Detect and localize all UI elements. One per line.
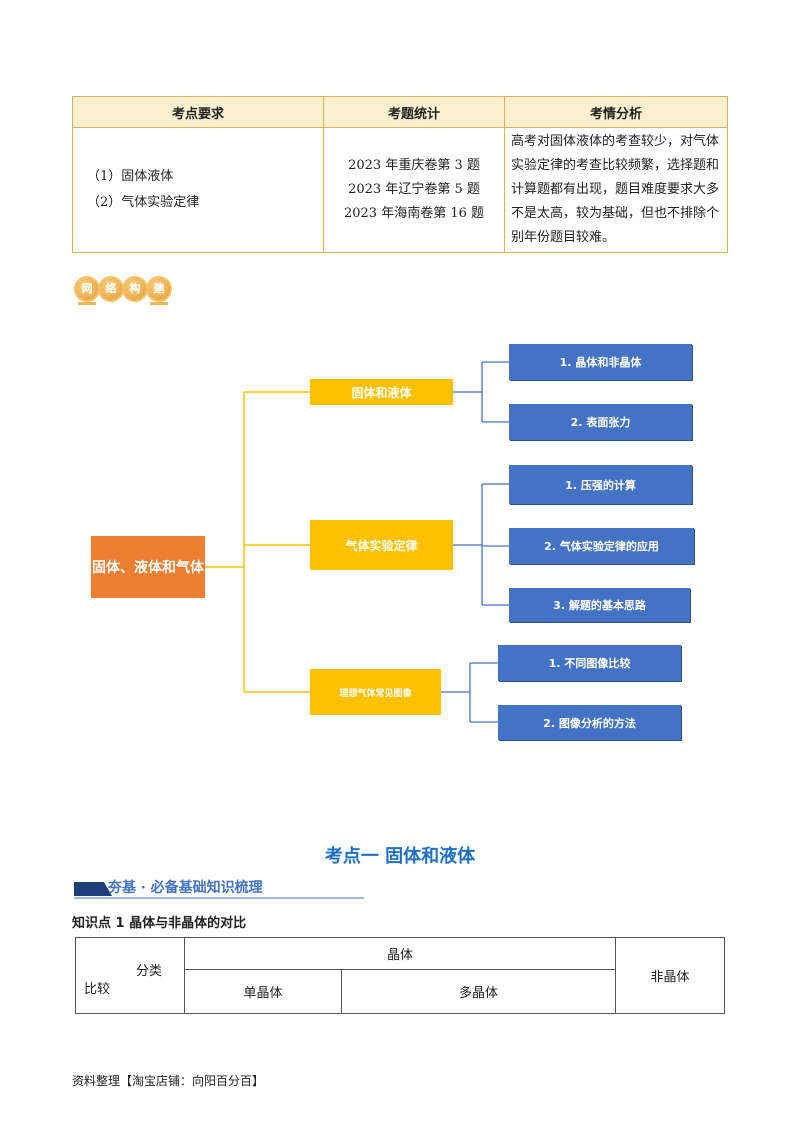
branch-ideal-gas-graphs: 理想气体常见图像 (310, 669, 441, 715)
crystal-header: 晶体 (184, 937, 616, 970)
branch-solid-liquid: 固体和液体 (310, 379, 453, 405)
leaf-crystal: 1. 晶体和非晶体 (509, 344, 692, 380)
requirement-item: （2）气体实验定律 (87, 195, 200, 210)
crystal-comparison-table: 分类 比较 晶体 非晶体 单晶体 多晶体 (75, 937, 725, 1014)
footer-note: 资料整理【淘宝店铺：向阳百分百】 (72, 1074, 265, 1088)
leaf-graph-comparison: 1. 不同图像比较 (498, 645, 681, 681)
badge-underline (150, 302, 168, 305)
statistics-cell: 2023 年重庆卷第 3 题 2023 年辽宁卷第 5 题 2023 年海南卷第… (323, 127, 505, 253)
branch-gas-laws: 气体实验定律 (310, 520, 453, 570)
stat-item: 2023 年海南卷第 16 题 (343, 206, 485, 221)
corner-top-label: 分类 (135, 964, 162, 979)
stat-item: 2023 年重庆卷第 3 题 (348, 158, 480, 173)
mind-map-root: 固体、液体和气体 (91, 536, 205, 598)
header-requirements: 考点要求 (72, 96, 324, 128)
requirement-item: （1）固体液体 (87, 169, 174, 184)
badge-underline (78, 302, 96, 305)
leaf-pressure-calc: 1. 压强的计算 (509, 465, 692, 504)
section-title: 考点一 固体和液体 (324, 846, 476, 867)
single-crystal-header: 单晶体 (184, 969, 342, 1014)
leaf-gas-law-application: 2. 气体实验定律的应用 (509, 528, 694, 564)
corner-bottom-label: 比较 (84, 982, 111, 997)
poly-crystal-header: 多晶体 (341, 969, 616, 1014)
network-build-badge: 网 络 构 建 (74, 276, 172, 308)
banner-text: 夯基 · 必备基础知识梳理 (108, 880, 263, 896)
analysis-cell: 高考对固体液体的考查较少，对气体实验定律的考查比较频繁，选择题和计算题都有出现，… (504, 127, 728, 253)
banner-graphic (74, 882, 364, 899)
corner-cell: 分类 比较 (75, 937, 185, 1014)
leaf-problem-approach: 3. 解题的基本思路 (509, 588, 690, 622)
stat-item: 2023 年辽宁卷第 5 题 (348, 182, 480, 197)
amorphous-header: 非晶体 (615, 937, 725, 1014)
exam-requirements-table: 考点要求 考题统计 考情分析 （1）固体液体 （2）气体实验定律 2023 年重… (72, 96, 728, 253)
mind-map-connectors (205, 361, 509, 723)
requirements-cell: （1）固体液体 （2）气体实验定律 (72, 127, 324, 253)
leaf-graph-analysis: 2. 图像分析的方法 (498, 705, 681, 740)
leaf-surface-tension: 2. 表面张力 (509, 404, 692, 440)
knowledge-point-title: 知识点 1 晶体与非晶体的对比 (72, 916, 247, 931)
section-banner: 夯基 · 必备基础知识梳理 (74, 878, 364, 900)
badge-char: 建 (146, 276, 172, 302)
badge-char: 构 (122, 276, 148, 302)
